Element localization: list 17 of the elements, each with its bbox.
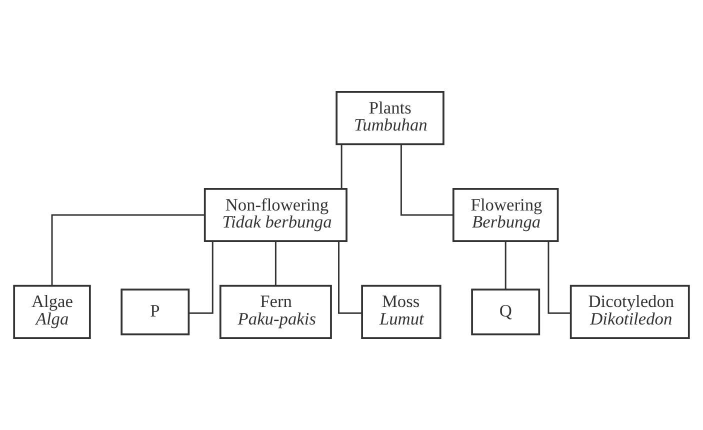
node-box: Flowering Berbunga (452, 188, 559, 242)
connector (188, 241, 214, 314)
connector (338, 241, 362, 314)
connector (504, 241, 506, 290)
node-box: Q (471, 288, 540, 336)
node-box: Plants Tumbuhan (336, 91, 444, 146)
connector (548, 241, 571, 314)
connector (51, 214, 204, 286)
connector (400, 144, 454, 216)
connector (340, 144, 342, 189)
node-box: Non-flowering Tidak berbunga (204, 188, 348, 242)
node-box: Fern Paku-pakis (219, 284, 332, 339)
node-box: Moss Lumut (361, 284, 442, 339)
connector (274, 241, 276, 286)
node-box: P (120, 288, 190, 336)
node-box: Dicotyledon Dikotiledon (570, 284, 690, 339)
node-box: Algae Alga (13, 284, 91, 339)
